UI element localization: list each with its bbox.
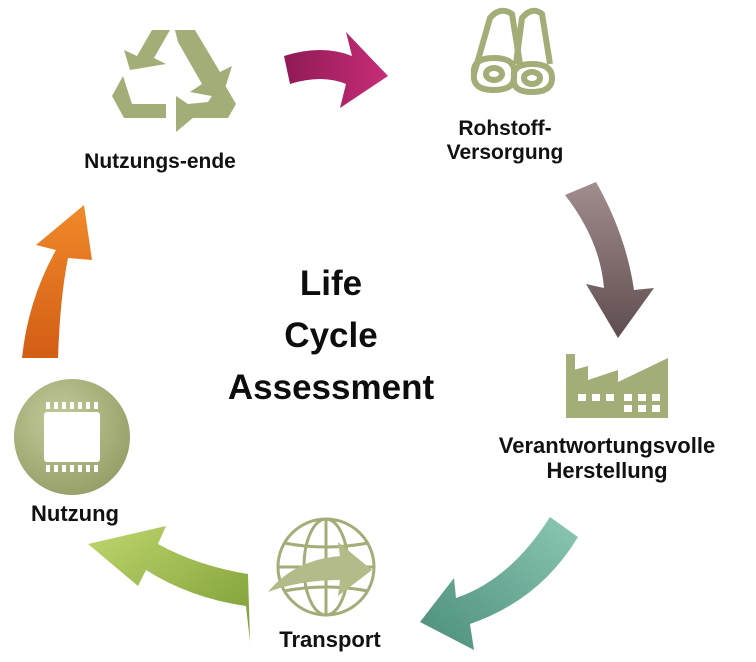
stage-label-rohstoff-line1: Rohstoff-	[458, 117, 552, 140]
stage-label-rohstoff-line2: Versorgung	[446, 140, 564, 164]
stage-label-nutzungs-ende: Nutzungs-ende	[84, 150, 236, 173]
cycle-arrow-teal	[420, 517, 578, 650]
center-title-line3: Assessment	[227, 368, 435, 407]
cycle-arrow-orange	[22, 205, 92, 358]
cycle-arrow-magenta	[284, 32, 388, 108]
pipes-icon	[470, 7, 555, 95]
stage-label-herstellung: Verantwortungsvolle Herstellung	[462, 433, 752, 483]
center-title-line1: Life	[299, 264, 363, 303]
stage-label-nutzung: Nutzung	[31, 501, 119, 526]
stage-label-transport: Transport	[279, 627, 381, 652]
stage-label-herstellung-line2: Herstellung	[546, 457, 668, 483]
globe-arrow-icon	[268, 517, 376, 617]
cycle-arrow-lime	[88, 526, 250, 642]
center-title: Life Cycle Assessment	[200, 258, 462, 414]
factory-icon	[566, 354, 668, 418]
cycle-arrow-mauve	[565, 182, 654, 338]
chip-icon	[14, 379, 130, 495]
stage-label-rohstoff: Rohstoff- Versorgung	[400, 117, 610, 164]
center-title-line2: Cycle	[284, 316, 378, 355]
stage-label-herstellung-line1: Verantwortungsvolle	[498, 433, 716, 458]
recycle-icon	[112, 30, 236, 132]
